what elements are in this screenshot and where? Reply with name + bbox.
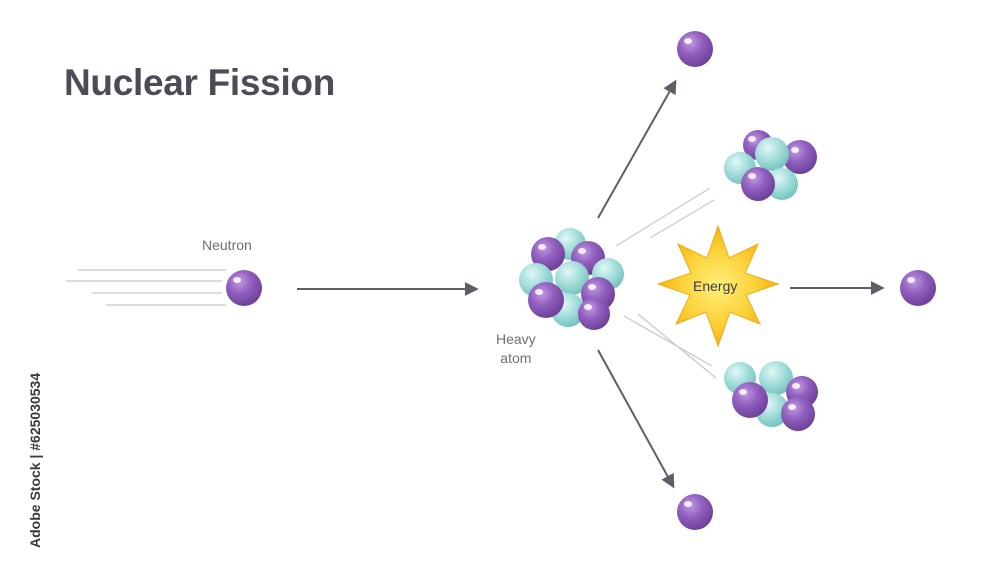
- right-neutron: [900, 270, 936, 306]
- heavy-atom-nucleus: [519, 228, 624, 330]
- diagram-title: Nuclear Fission: [64, 62, 336, 103]
- bottom-neutron: [677, 494, 713, 530]
- neutron-speed-lines: [66, 269, 226, 306]
- heavy-atom-label-line1: Heavy: [496, 331, 536, 347]
- fragment-motion-lines: [615, 187, 717, 379]
- neutron-label: Neutron: [202, 237, 252, 253]
- arrow-to-top-neutron: [597, 79, 677, 219]
- incoming-neutron: [226, 270, 262, 306]
- energy-label: Energy: [693, 278, 738, 294]
- heavy-atom-label: Heavy atom: [496, 330, 536, 368]
- lower-fragment: [724, 361, 818, 431]
- stock-id-watermark: Adobe Stock | #625030534: [27, 372, 43, 548]
- arrow-to-bottom-neutron: [597, 349, 675, 489]
- heavy-atom-label-line2: atom: [500, 350, 532, 366]
- upper-fragment: [724, 130, 817, 201]
- starburst-icon: [656, 224, 780, 348]
- top-neutron: [677, 31, 713, 67]
